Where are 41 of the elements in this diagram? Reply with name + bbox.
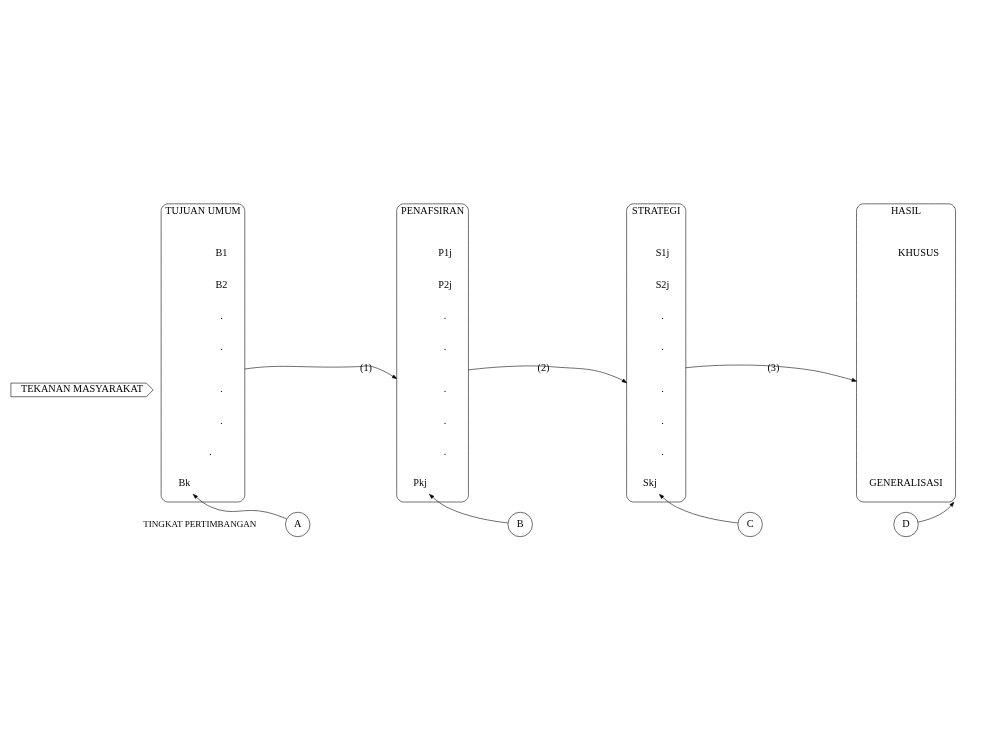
node-text: .	[443, 414, 447, 426]
node-text: .	[661, 445, 664, 457]
node-text: .	[220, 414, 223, 426]
edge-label: (1)	[360, 361, 372, 373]
node-text: P2j	[438, 278, 452, 290]
node-text: Skj	[643, 476, 657, 488]
arrow	[192, 493, 287, 519]
node-text: .	[661, 414, 664, 426]
node-text: .	[220, 309, 223, 321]
label: TINGKAT PERTIMBANGAN	[143, 518, 257, 529]
node-text: S1j	[655, 246, 670, 258]
node-text: B1	[215, 246, 228, 258]
node-text: .	[661, 382, 664, 394]
node-text: .	[220, 382, 223, 394]
node-text: S2j	[655, 278, 670, 290]
node-circle: D	[893, 511, 919, 537]
arrow	[685, 364, 857, 382]
node-text: GENERALISASI	[869, 476, 943, 488]
arrow	[917, 501, 955, 522]
node-text: Pkj	[413, 476, 427, 488]
node-text: KHUSUS	[898, 246, 940, 258]
node-text: .	[443, 382, 447, 394]
arrow	[244, 365, 397, 379]
node-text: .	[443, 309, 447, 321]
node-circle: B	[507, 511, 533, 537]
arrow	[659, 493, 739, 523]
arrow	[468, 365, 627, 383]
arrow	[429, 493, 509, 523]
node-circle: C	[737, 511, 763, 537]
node-text: B2	[215, 278, 228, 290]
node-text: .	[661, 340, 664, 352]
node-text: .	[209, 445, 212, 457]
edge-label: (3)	[767, 361, 780, 373]
node-text: .	[661, 309, 664, 321]
node-text: P1j	[438, 246, 452, 258]
edge-label: (2)	[537, 361, 550, 373]
node-text: Bk	[178, 476, 191, 488]
node-text: .	[443, 340, 447, 352]
node-text: .	[443, 445, 447, 457]
node-text: .	[220, 340, 223, 352]
node-circle: A	[285, 511, 311, 537]
